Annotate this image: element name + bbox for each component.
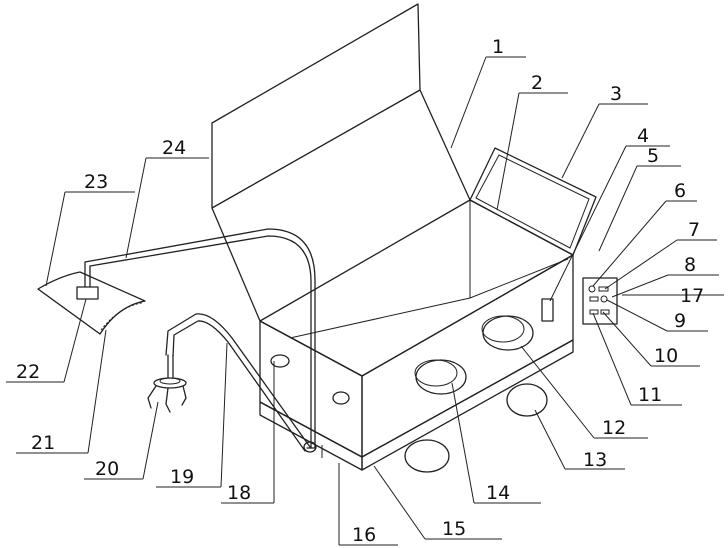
gripper-claw-right [182, 386, 186, 405]
left-face-port-lower [333, 392, 349, 404]
callout-4: 4 [637, 125, 649, 147]
lid-left-edge [212, 208, 260, 321]
chassis-right [362, 340, 573, 470]
flap-outer [470, 148, 596, 255]
solar-lid [212, 4, 470, 321]
callout-8: 8 [684, 254, 696, 276]
side-flap [470, 148, 596, 255]
upper-arm [38, 229, 315, 448]
callout-3: 3 [610, 83, 622, 105]
wheel-15 [405, 440, 449, 472]
callout-15: 15 [442, 518, 466, 540]
callout-6: 6 [674, 180, 686, 202]
callout-14: 14 [486, 482, 510, 504]
upper-arm-inner [90, 236, 311, 448]
lower-arm [148, 314, 316, 452]
lower-arm-inner [173, 321, 305, 451]
body-inner-floor [290, 259, 568, 338]
callout-10: 10 [654, 345, 678, 367]
callout-9: 9 [674, 310, 686, 332]
wheel-14 [416, 360, 466, 394]
callout-11: 11 [638, 384, 662, 406]
gripper-claw-left [148, 386, 156, 408]
callout-12: 12 [602, 417, 626, 439]
callout-16: 16 [352, 524, 376, 546]
gripper-claw-mid [166, 388, 170, 412]
brush-mount [77, 287, 98, 299]
callout-23: 23 [84, 171, 108, 193]
gripper-hub [154, 378, 186, 388]
container-body [260, 200, 573, 470]
callout-20: 20 [95, 458, 119, 480]
gripper [148, 355, 186, 412]
callout-13: 13 [583, 449, 607, 471]
body-top-rim [260, 200, 573, 376]
lid-right-edge [420, 90, 470, 200]
callout-17: 17 [680, 285, 704, 307]
callout-1: 1 [492, 36, 504, 58]
callout-2: 2 [531, 72, 543, 94]
body-right-face [362, 255, 573, 457]
callout-5: 5 [647, 145, 659, 167]
callout-24: 24 [162, 137, 186, 159]
wheel-12 [483, 316, 533, 350]
control-knob [589, 286, 595, 292]
wheel-13 [507, 384, 547, 416]
callout-7: 7 [688, 219, 700, 241]
callout-19: 19 [170, 466, 194, 488]
callout-21: 21 [31, 432, 55, 454]
brush-head [38, 272, 145, 334]
lid-upper-panel [212, 4, 420, 208]
upper-arm-outer [85, 229, 315, 448]
panel-switch [542, 299, 553, 321]
control-button [601, 296, 607, 302]
callout-22: 22 [16, 361, 40, 383]
callout-18: 18 [227, 482, 251, 504]
